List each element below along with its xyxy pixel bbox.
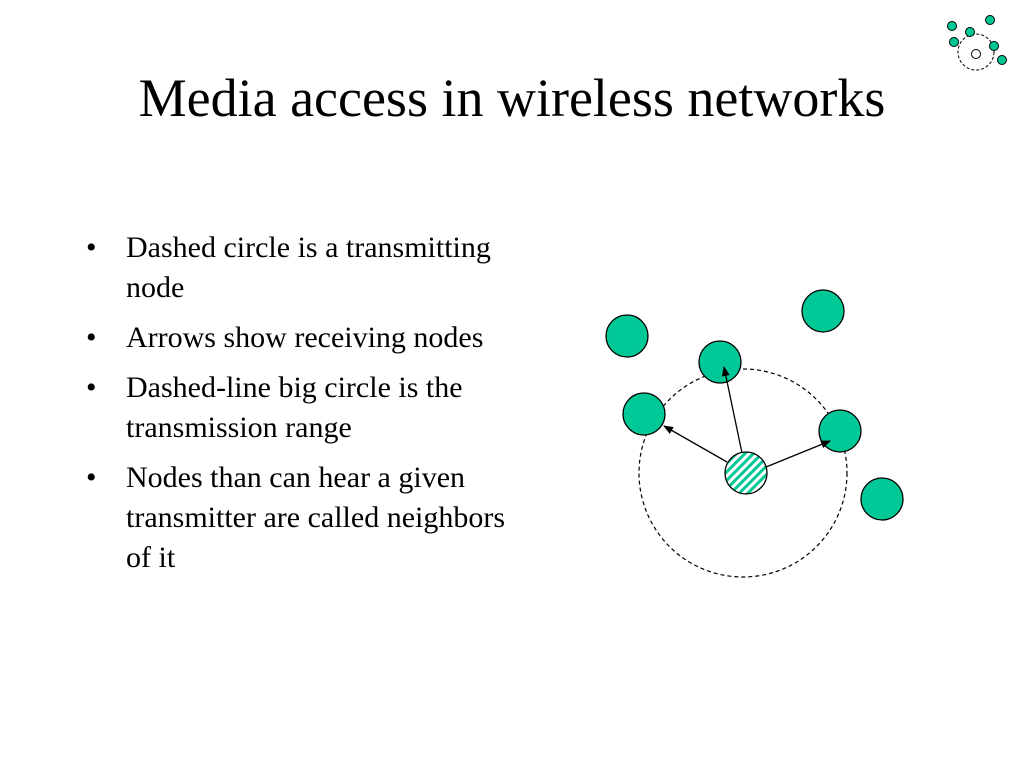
wireless-node <box>605 314 649 358</box>
bullet-item: Dashed-line big circle is the transmissi… <box>82 368 512 448</box>
wireless-node <box>860 477 904 521</box>
wireless-network-logo-icon <box>947 15 1007 71</box>
slide-title: Media access in wireless networks <box>138 68 886 128</box>
transmitting-node-icon <box>724 451 768 495</box>
wireless-node <box>801 289 845 333</box>
arrow <box>765 440 831 468</box>
bullet-item: Arrows show receiving nodes <box>82 318 512 358</box>
transmission-range-circle <box>638 368 848 578</box>
arrow <box>663 425 728 463</box>
network-diagram <box>605 289 904 578</box>
bullet-list: Dashed circle is a transmitting node Arr… <box>82 228 512 588</box>
receiving-node <box>698 340 742 384</box>
bullet-item: Dashed circle is a transmitting node <box>82 228 512 308</box>
arrow <box>721 366 743 454</box>
receiving-node <box>818 409 862 453</box>
receiving-node <box>622 392 666 436</box>
bullet-item: Nodes than can hear a given transmitter … <box>82 458 512 578</box>
